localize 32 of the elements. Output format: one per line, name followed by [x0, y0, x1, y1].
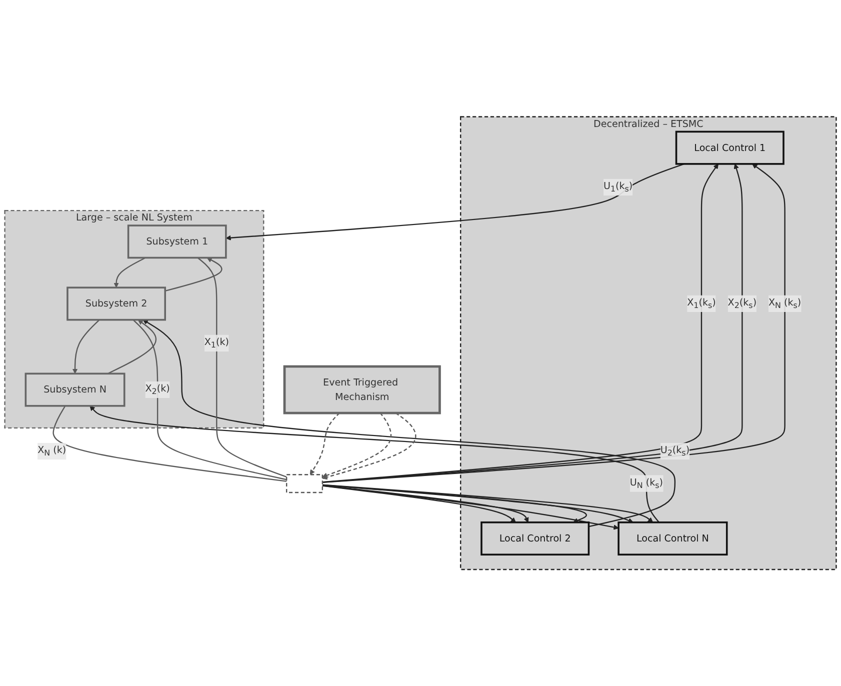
edge-label: X$_{N}$ (k) [38, 444, 66, 458]
arrow [322, 484, 619, 530]
arrow [322, 484, 586, 523]
node-box: Local Control 2 [480, 521, 590, 556]
arrow [310, 412, 340, 475]
edge-label: U$_{1}$(k$_{s}$) [603, 180, 633, 194]
arrow [142, 319, 676, 528]
arrow [90, 405, 660, 523]
node-box: Event Triggered Mechanism [283, 365, 441, 414]
edge-label: U$_{N}$ (k$_{s}$) [630, 476, 664, 490]
node-box: Subsystem 1 [127, 224, 227, 258]
edge-label: X$_{1}$(k$_{s}$) [687, 296, 716, 310]
connector [132, 319, 287, 480]
edge-label: X$_{N}$ (k$_{s}$) [768, 296, 802, 310]
connector [52, 405, 287, 482]
arrow [107, 319, 157, 374]
arrow [226, 163, 684, 240]
node-box [286, 474, 323, 493]
arrow [164, 257, 222, 292]
arrow [322, 412, 416, 480]
edge-label: X$_{2}$(k) [145, 382, 170, 396]
arrow [72, 319, 100, 374]
connector [197, 257, 287, 478]
node-box: Local Control 1 [675, 130, 784, 165]
node-box: Local Control N [618, 521, 728, 556]
edge-label: X$_{2}$(k$_{s}$) [728, 296, 757, 310]
arrow [322, 412, 392, 478]
node-box: Subsystem N [24, 372, 126, 407]
edge-label: U$_{2}$(k$_{s}$) [660, 444, 690, 458]
edge-label: X$_{1}$(k) [204, 336, 229, 350]
node-box: Subsystem 2 [66, 286, 166, 321]
arrow [114, 257, 146, 288]
